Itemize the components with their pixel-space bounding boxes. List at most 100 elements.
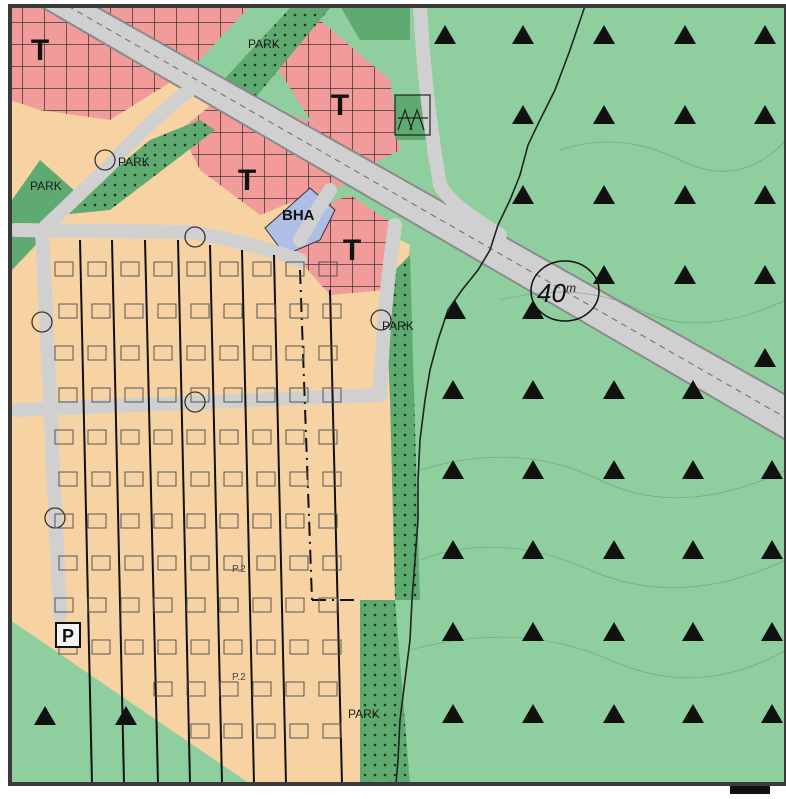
building-footprint <box>223 387 243 403</box>
building-footprint <box>256 471 276 487</box>
triangle-icon <box>593 185 615 204</box>
building-footprint <box>124 639 144 655</box>
parking-marker: P <box>55 622 81 648</box>
triangle-icon <box>115 706 137 725</box>
triangle-icon <box>442 622 464 641</box>
building-footprint <box>58 387 78 403</box>
road-width-marker: 40 m <box>530 260 600 322</box>
building-footprint <box>120 345 140 361</box>
building-footprint <box>91 387 111 403</box>
triangle-icon <box>512 185 534 204</box>
triangle-icon <box>674 105 696 124</box>
building-footprint <box>153 345 173 361</box>
building-footprint <box>318 681 338 697</box>
triangle-icon <box>754 105 776 124</box>
building-footprint <box>285 429 305 445</box>
building-footprint <box>322 555 342 571</box>
building-footprint <box>190 639 210 655</box>
triangle-icon <box>442 540 464 559</box>
building-footprint <box>219 597 239 613</box>
triangle-icon <box>593 105 615 124</box>
building-footprint <box>322 471 342 487</box>
building-footprint <box>54 597 74 613</box>
triangle-icon <box>522 704 544 723</box>
building-footprint <box>54 429 74 445</box>
triangle-icon <box>593 265 615 284</box>
building-footprint <box>256 723 276 739</box>
triangle-icon <box>761 540 783 559</box>
building-footprint <box>318 513 338 529</box>
building-footprint <box>153 681 173 697</box>
park-label: PARK <box>30 179 62 193</box>
building-footprint <box>223 555 243 571</box>
building-footprint <box>120 597 140 613</box>
triangle-icon <box>603 704 625 723</box>
map-labels: PARK PARK PARK PARK PARK BHA P.2 P.2 <box>30 37 414 721</box>
road-width-value: 40 <box>537 278 566 308</box>
building-footprint <box>285 345 305 361</box>
building-footprint <box>54 513 74 529</box>
building-footprint <box>120 261 140 277</box>
triangle-icon <box>682 622 704 641</box>
triangle-icon <box>682 380 704 399</box>
triangle-icon <box>522 460 544 479</box>
triangle-icon <box>522 300 544 319</box>
triangle-icon <box>442 380 464 399</box>
roundabout-icon <box>184 226 206 248</box>
building-footprint <box>289 639 309 655</box>
letter-t-icon: T <box>331 89 349 122</box>
building-footprint <box>318 429 338 445</box>
building-footprint <box>186 597 206 613</box>
triangle-icon <box>603 460 625 479</box>
triangle-icon <box>761 704 783 723</box>
building-footprint <box>190 303 210 319</box>
building-footprint <box>252 681 272 697</box>
triangle-icon <box>754 265 776 284</box>
building-footprint <box>285 681 305 697</box>
frame-corner-mark <box>730 786 770 794</box>
building-footprint <box>54 345 74 361</box>
triangle-icon <box>603 540 625 559</box>
triangle-icon <box>674 25 696 44</box>
building-footprint <box>322 639 342 655</box>
building-footprint <box>157 303 177 319</box>
building-footprint <box>190 723 210 739</box>
triangle-icon <box>442 704 464 723</box>
building-footprint <box>252 429 272 445</box>
building-footprint <box>322 303 342 319</box>
triangle-icon <box>512 25 534 44</box>
forest-symbols <box>34 25 783 725</box>
building-footprint <box>186 681 206 697</box>
triangle-icon <box>674 185 696 204</box>
triangle-icon <box>442 460 464 479</box>
building-footprint <box>219 345 239 361</box>
triangle-icon <box>674 265 696 284</box>
building-footprint <box>252 597 272 613</box>
triangle-icon <box>682 460 704 479</box>
plot-reference: P.2 <box>232 564 246 575</box>
triangle-icon <box>603 380 625 399</box>
building-footprint <box>285 513 305 529</box>
building-footprint <box>190 387 210 403</box>
building-footprint <box>252 513 272 529</box>
building-footprint <box>256 555 276 571</box>
building-footprint <box>285 261 305 277</box>
building-footprint <box>87 513 107 529</box>
building-footprint <box>186 261 206 277</box>
building-footprints <box>54 261 342 739</box>
building-footprint <box>87 429 107 445</box>
building-footprint <box>58 303 78 319</box>
triangle-icon <box>522 380 544 399</box>
triangle-icon <box>444 300 466 319</box>
boundary-line <box>395 6 586 784</box>
triangle-icon <box>754 348 776 367</box>
triangle-icon <box>603 622 625 641</box>
facility-icon <box>394 94 431 136</box>
building-footprint <box>190 555 210 571</box>
triangle-icon <box>754 185 776 204</box>
building-footprint <box>87 345 107 361</box>
park-label: PARK <box>382 319 414 333</box>
triangle-icon <box>754 25 776 44</box>
